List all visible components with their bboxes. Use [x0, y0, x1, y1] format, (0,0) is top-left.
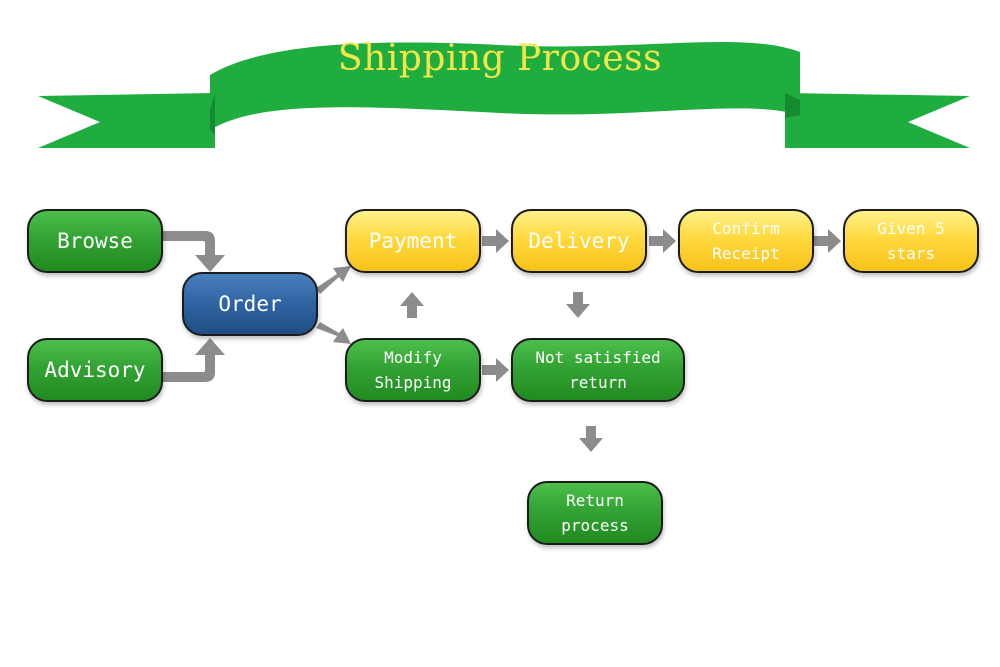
title-banner — [38, 41, 970, 148]
arrow-delivery-to-confirm-receipt — [649, 229, 676, 253]
node-order: Order — [182, 272, 318, 336]
node-confirm-receipt: Confirm Receipt — [678, 209, 814, 273]
arrow-payment-to-delivery — [482, 229, 509, 253]
page-title: Shipping Process — [337, 38, 663, 79]
arrow-not-satisfied-to-return-process — [579, 426, 603, 452]
node-modify-shipping: Modify Shipping — [345, 338, 481, 402]
arrow-order-to-payment — [316, 266, 351, 294]
node-browse: Browse — [27, 209, 163, 273]
arrow-delivery-to-not-satisfied — [566, 292, 590, 318]
node-advisory: Advisory — [27, 338, 163, 402]
banner-fold-right — [785, 93, 800, 118]
banner-body — [210, 41, 800, 130]
node-not-satisfied-return: Not satisfied return — [511, 338, 685, 402]
node-given-5-stars: Given 5 stars — [843, 209, 979, 273]
arrow-browse-to-order — [162, 231, 225, 272]
banner-fold-left — [210, 93, 215, 135]
node-return-process: Return process — [527, 481, 663, 545]
arrow-advisory-to-order — [162, 338, 225, 382]
banner-right-tail — [785, 93, 970, 148]
node-payment: Payment — [345, 209, 481, 273]
banner-left-tail — [38, 93, 215, 148]
node-delivery: Delivery — [511, 209, 647, 273]
arrow-confirm-to-given-stars — [814, 229, 841, 253]
arrow-modify-shipping-to-payment — [400, 292, 424, 318]
arrow-modify-to-not-satisfied — [482, 358, 509, 382]
arrow-order-to-modify-shipping — [316, 322, 351, 344]
